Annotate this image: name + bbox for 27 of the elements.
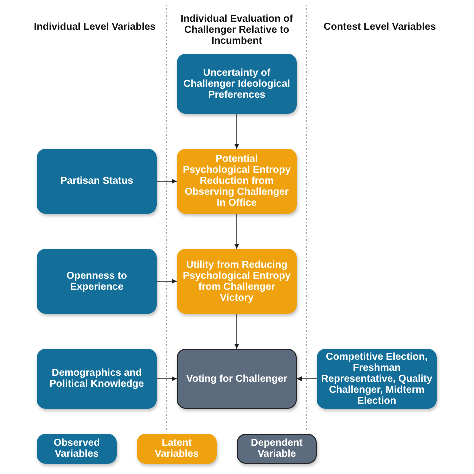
node-label: Voting for Challenger bbox=[186, 374, 288, 384]
observed-variable-box bbox=[177, 54, 297, 114]
legend-label: Dependent Variable bbox=[250, 438, 304, 460]
node-label: Demographics and Political Knowledge bbox=[48, 368, 146, 390]
arrow bbox=[156, 376, 178, 382]
node-label: Utility from Reducing Psychological Entropy from Challenger Victory bbox=[182, 260, 292, 304]
node-label: Uncertainty of Challenger Ideological Preferences bbox=[182, 68, 292, 100]
node-label: Potential Psychological Entropy Reduction from Observing Challenger In Office bbox=[182, 154, 292, 209]
arrow bbox=[156, 179, 178, 184]
column-heading: Individual Level Variables bbox=[33, 22, 157, 33]
legend-label: Observed Variables bbox=[52, 438, 102, 460]
node-label: Competitive Election, Freshman Representative, Quality Challenger, Midterm Election bbox=[320, 352, 434, 406]
arrow bbox=[234, 114, 240, 150]
arrow bbox=[156, 279, 178, 284]
observed-variable-box bbox=[37, 349, 157, 409]
observed-variable-box bbox=[37, 149, 157, 214]
observed-variable-box bbox=[37, 249, 157, 314]
column-heading: Contest Level Variables bbox=[322, 22, 438, 33]
arrow bbox=[234, 314, 240, 350]
arrow bbox=[296, 376, 318, 382]
arrow bbox=[234, 214, 240, 250]
node-label: Partisan Status bbox=[60, 176, 134, 187]
node-label: Openness to Experience bbox=[66, 270, 128, 292]
latent-variable-box bbox=[177, 249, 297, 314]
dependent-variable-box bbox=[177, 349, 297, 409]
legend-label: Latent Variables bbox=[154, 438, 200, 460]
column-heading: Individual Evaluation of Challenger Relative to Incumbent bbox=[180, 14, 294, 47]
